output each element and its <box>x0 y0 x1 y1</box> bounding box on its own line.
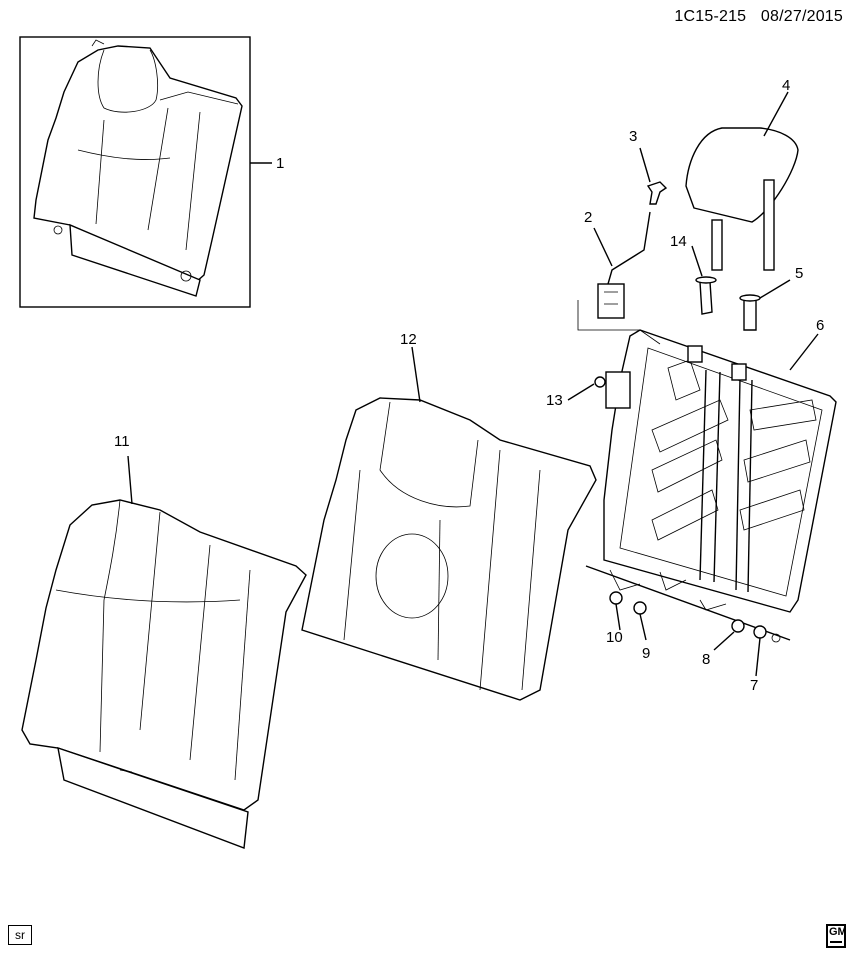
latch-cable-part-2 <box>577 211 661 345</box>
bolt-part-7 <box>753 625 767 639</box>
nut-part-10 <box>609 591 623 605</box>
head-restraint-part-4 <box>685 127 799 271</box>
callout-1: 1 <box>276 155 284 172</box>
gm-logo: GM <box>826 924 847 948</box>
gm-logo-bar <box>830 941 842 943</box>
callout-14: 14 <box>670 233 687 250</box>
leader-lines <box>127 91 819 677</box>
head-restraint-guide-part-5 <box>739 294 761 331</box>
callout-13: 13 <box>546 392 563 409</box>
callout-11: 11 <box>114 433 130 450</box>
diagram-id: 1C15-215 <box>674 8 747 25</box>
inset-frame <box>19 36 251 308</box>
callout-4: 4 <box>782 77 790 94</box>
callout-9: 9 <box>642 645 650 662</box>
sr-label: sr <box>8 925 32 945</box>
callout-12: 12 <box>400 331 417 348</box>
bolt-part-9 <box>633 601 647 615</box>
callout-labels: 1 2 3 4 5 6 7 8 9 10 11 12 13 14 <box>114 77 824 694</box>
head-restraint-guide-part-14 <box>695 276 717 315</box>
callout-5: 5 <box>795 265 803 282</box>
bushing-part-8 <box>731 619 745 633</box>
bolt-part-13 <box>594 371 631 409</box>
callout-6: 6 <box>816 317 824 334</box>
gm-logo-text: GM <box>829 926 847 938</box>
callout-3: 3 <box>629 128 637 145</box>
seatback-pad-part-12 <box>301 397 597 701</box>
diagram-header: 1C15-215 08/27/2015 <box>664 8 843 26</box>
seatback-cover-part-11 <box>21 499 307 849</box>
seatback-assembly-part-1 <box>33 39 243 297</box>
callout-7: 7 <box>750 677 758 694</box>
callout-8: 8 <box>702 651 710 668</box>
release-handle-part-3 <box>646 181 668 205</box>
callout-2: 2 <box>584 209 592 226</box>
diagram-date: 08/27/2015 <box>760 8 843 25</box>
callout-10: 10 <box>606 629 623 646</box>
